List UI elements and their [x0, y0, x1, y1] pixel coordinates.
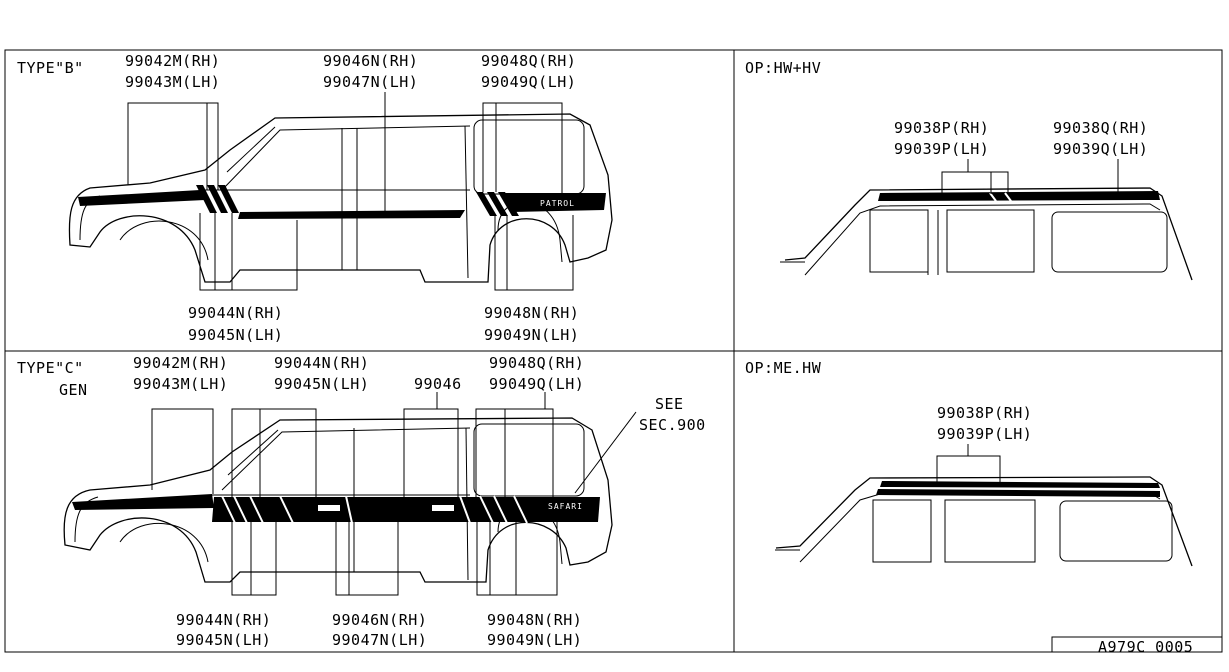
op-hw-hv-roof-outline — [780, 187, 1193, 281]
type-c-badge-left — [318, 505, 340, 511]
type-c-label-99047n: 99047N(LH) — [332, 631, 427, 649]
op-hw-hv-roof-stripe — [878, 191, 1160, 201]
type-c-leaders — [151, 392, 637, 596]
type-c-see-ref-line2: SEC.900 — [639, 416, 706, 434]
type-b-label-99047n: 99047N(LH) — [323, 73, 418, 91]
op-me-hw-roof-stripe-lower — [876, 489, 1160, 497]
drawing-number: A979C 0005 — [1098, 638, 1193, 656]
panel-op-me-hw: OP:ME.HW 99038P(RH) 99039P(LH) — [745, 359, 1193, 567]
type-b-title: TYPE"B" — [17, 59, 84, 77]
type-c-badge-right — [432, 505, 454, 511]
op-hw-hv-title: OP:HW+HV — [745, 59, 821, 77]
type-c-label-99044n: 99044N(RH) — [176, 611, 271, 629]
type-c-label-99042m: 99042M(RH) — [133, 354, 228, 372]
type-b-stripes: PATROL — [78, 185, 606, 219]
op-me-hw-label-99038p: 99038P(RH) — [937, 404, 1032, 422]
type-c-label-99045n-top: 99045N(LH) — [274, 375, 369, 393]
type-c-label-99048q: 99048Q(RH) — [489, 354, 584, 372]
op-hw-hv-label-99039q: 99039Q(LH) — [1053, 140, 1148, 158]
type-b-label-99046n: 99046N(RH) — [323, 52, 418, 70]
op-me-hw-roof-stripe-upper — [880, 481, 1160, 488]
op-me-hw-title: OP:ME.HW — [745, 359, 822, 377]
type-c-label-99049q: 99049Q(LH) — [489, 375, 584, 393]
op-me-hw-leaders — [936, 444, 1001, 484]
type-b-leaders — [127, 92, 574, 291]
frame — [4, 49, 1223, 653]
type-c-label-99046: 99046 — [414, 375, 462, 393]
type-b-label-99045n: 99045N(LH) — [188, 326, 283, 344]
type-b-label-99044n: 99044N(RH) — [188, 304, 283, 322]
op-me-hw-label-99039p: 99039P(LH) — [937, 425, 1032, 443]
type-c-label-99049n: 99049N(LH) — [487, 631, 582, 649]
type-c-label-99045n: 99045N(LH) — [176, 631, 271, 649]
type-b-label-99043m: 99043M(LH) — [125, 73, 220, 91]
panel-type-b: TYPE"B" 99042M(RH) 99043M(LH) 99046N(RH)… — [17, 52, 613, 344]
type-c-see-ref-line1: SEE — [655, 395, 684, 413]
type-c-subtitle: GEN — [59, 381, 88, 399]
panel-op-hw-hv: OP:HW+HV 99038P(RH) 99039P(LH) 99038Q(RH… — [745, 59, 1193, 281]
op-hw-hv-label-99038q: 99038Q(RH) — [1053, 119, 1148, 137]
type-c-label-99048n: 99048N(RH) — [487, 611, 582, 629]
type-c-stripes: SAFARI — [72, 494, 600, 524]
op-hw-hv-label-99039p: 99039P(LH) — [894, 140, 989, 158]
type-b-label-99048n: 99048N(RH) — [484, 304, 579, 322]
type-b-label-99049n: 99049N(LH) — [484, 326, 579, 344]
type-b-label-99042m: 99042M(RH) — [125, 52, 220, 70]
type-b-stripe-text: PATROL — [540, 199, 575, 208]
type-c-title: TYPE"C" — [17, 359, 84, 377]
type-b-label-99049q: 99049Q(LH) — [481, 73, 576, 91]
op-hw-hv-label-99038p: 99038P(RH) — [894, 119, 989, 137]
type-b-label-99048q: 99048Q(RH) — [481, 52, 576, 70]
type-c-label-99044n-top: 99044N(RH) — [274, 354, 369, 372]
panel-type-c: TYPE"C" GEN 99042M(RH) 99043M(LH) 99044N… — [17, 354, 706, 649]
type-c-stripe-text: SAFARI — [548, 502, 583, 511]
op-hw-hv-leaders — [941, 159, 1119, 194]
type-c-label-99043m: 99043M(LH) — [133, 375, 228, 393]
type-c-label-99046n: 99046N(RH) — [332, 611, 427, 629]
